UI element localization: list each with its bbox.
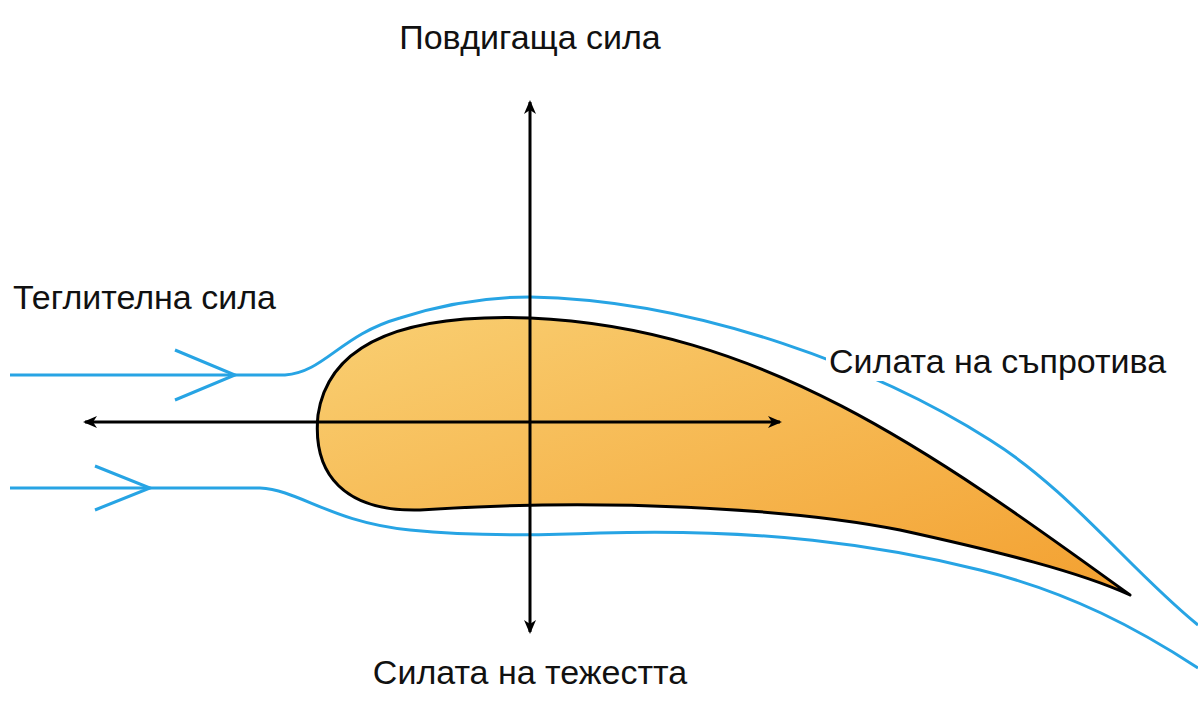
lift-label: Повдигаща сила xyxy=(396,18,664,57)
vertical-force-arrow xyxy=(529,102,532,632)
flow-chevron xyxy=(175,350,235,400)
flow-chevron xyxy=(95,466,150,510)
weight-label: Силата на тежестта xyxy=(370,653,690,692)
drag-label: Силата на съпротива xyxy=(826,342,1169,381)
horizontal-force-arrow xyxy=(85,421,780,424)
thrust-label: Теглителна сила xyxy=(10,278,279,317)
streamline xyxy=(10,297,1198,625)
